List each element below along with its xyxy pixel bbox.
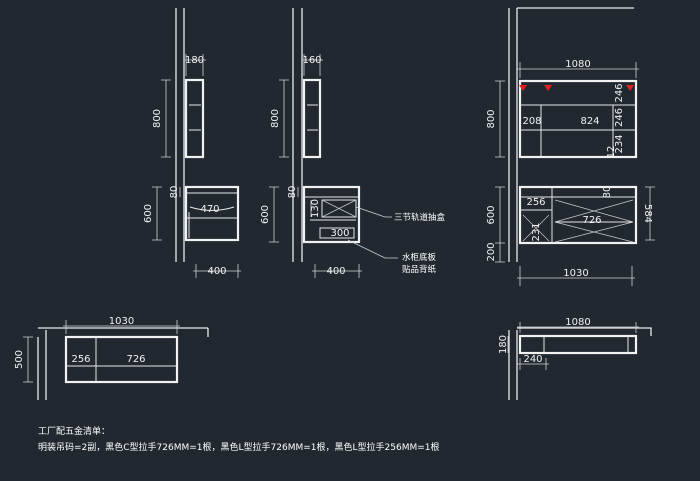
dim-c-1030: 1030 <box>563 268 588 279</box>
dim-c-12: 12 <box>606 146 617 159</box>
callout-drawer: 三节轨道抽盒 <box>394 212 446 223</box>
upper-cabinet-c <box>518 79 638 159</box>
drawer-box-b <box>321 199 357 218</box>
dim-d-726: 726 <box>126 354 145 365</box>
plan-cabinet-d <box>64 335 179 384</box>
dim-a-80: 80 <box>169 186 180 199</box>
dim-e-240: 240 <box>523 354 542 365</box>
callout-board-line2: 贴品背纸 <box>402 264 437 275</box>
dim-c-256: 256 <box>526 197 545 208</box>
hinge-marker <box>626 85 634 91</box>
dim-b-400: 400 <box>326 266 345 277</box>
dim-c-246a: 246 <box>614 83 625 102</box>
dim-a-600: 600 <box>143 204 154 223</box>
dim-c-726: 726 <box>582 215 601 226</box>
dim-b-600: 600 <box>260 205 271 224</box>
dim-e-180: 180 <box>498 335 509 354</box>
dim-b-160: 160 <box>302 55 321 66</box>
dim-c-80: 80 <box>602 186 613 199</box>
upper-cabinet-b <box>302 78 322 159</box>
hinge-marker <box>544 85 552 91</box>
dim-c-246b: 246 <box>614 108 625 127</box>
dim-d-256: 256 <box>71 354 90 365</box>
view-a-side-elevation: 180 800 80 470 600 400 <box>143 8 241 278</box>
dim-d-500: 500 <box>14 350 25 369</box>
dim-b-130: 130 <box>310 199 321 218</box>
dim-c-824: 824 <box>580 116 599 127</box>
lower-cabinet-c <box>518 185 638 245</box>
plan-cabinet-e <box>518 334 638 355</box>
view-b-section: 160 800 80 130 300 600 400 三节轨道抽盒 水柜底板 贴… <box>260 8 446 278</box>
upper-cabinet-a <box>184 78 205 159</box>
dim-c-584: 584 <box>642 204 653 223</box>
wall-e <box>508 327 652 400</box>
dim-c-208: 208 <box>522 116 541 127</box>
callout-board-line1: 水柜底板 <box>402 252 437 263</box>
dim-c-1080: 1080 <box>565 59 590 70</box>
wall-d <box>37 327 209 400</box>
view-e-plan: 1080 180 240 <box>498 317 652 400</box>
dim-b-80: 80 <box>287 186 298 199</box>
dim-c-231: 231 <box>531 222 542 241</box>
view-c-front-elevation: 1080 800 246 246 234 12 208 824 256 726 … <box>486 7 655 286</box>
dim-c-234: 234 <box>614 134 625 153</box>
dim-c-200: 200 <box>486 242 497 261</box>
view-d-plan: 1030 500 256 726 <box>14 316 209 400</box>
dim-d-1030: 1030 <box>109 316 134 327</box>
dim-c-600: 600 <box>486 205 497 224</box>
dim-a-180: 180 <box>185 55 204 66</box>
dim-a-400: 400 <box>207 266 226 277</box>
hinge-marker <box>519 85 527 91</box>
dim-e-1080: 1080 <box>565 317 590 328</box>
wall-a <box>175 8 185 262</box>
wall-b <box>292 8 303 262</box>
dim-a-800: 800 <box>152 109 163 128</box>
dim-a-470: 470 <box>200 204 219 215</box>
hardware-title: 工厂配五金清单： <box>38 425 110 437</box>
dim-c-800: 800 <box>486 109 497 128</box>
lower-cabinet-a <box>184 185 240 242</box>
dim-b-300: 300 <box>330 228 349 239</box>
wall-c <box>508 7 634 262</box>
hardware-detail: 明装吊码=2副，黑色C型拉手726MM=1根，黑色L型拉手726MM=1根，黑色… <box>38 441 440 453</box>
lower-cabinet-b <box>302 185 361 244</box>
hardware-list: 工厂配五金清单： 明装吊码=2副，黑色C型拉手726MM=1根，黑色L型拉手72… <box>38 425 440 453</box>
dim-b-800: 800 <box>270 109 281 128</box>
